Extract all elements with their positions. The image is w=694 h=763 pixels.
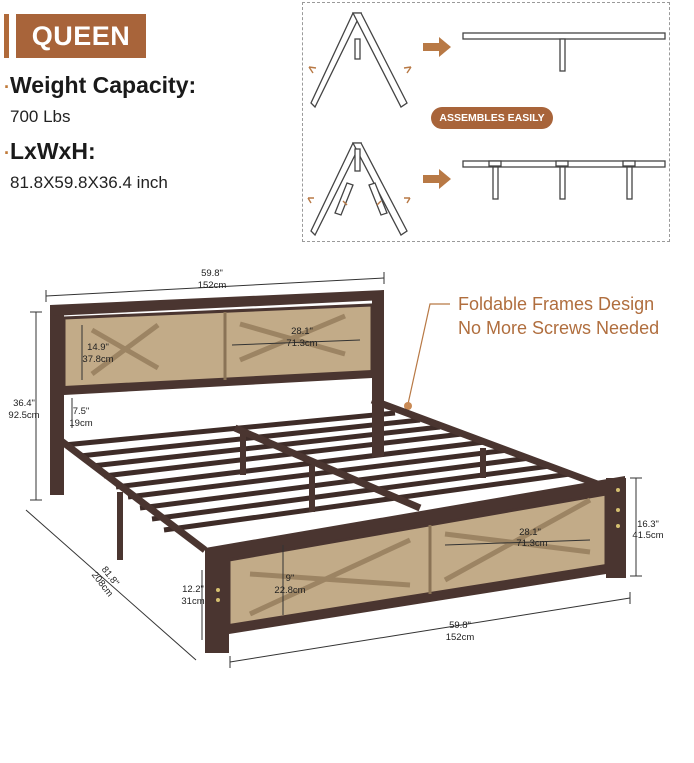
arrow-right-icon — [423, 37, 451, 57]
headboard-panel-w-in: 28.1" — [291, 326, 313, 337]
weight-value: 700 Lbs — [10, 107, 71, 126]
footboard — [205, 476, 626, 653]
folded-leg-right-2 — [351, 142, 408, 236]
assembly-diagram: ASSEMBLES EASILY — [302, 2, 670, 242]
footboard-h-cm: 41.5cm — [632, 530, 663, 541]
rail-leg — [559, 38, 566, 72]
folded-leg-right — [351, 12, 408, 108]
bottom-width-cm: 152cm — [446, 632, 475, 643]
fold-arrow-icon — [342, 200, 348, 206]
expand-arrow-icon-2 — [403, 66, 412, 74]
callout-dot — [404, 402, 412, 410]
rail-bracket-2 — [555, 160, 569, 167]
footboard-h-in: 16.3" — [637, 519, 659, 530]
clearance-in: 12.2" — [182, 584, 204, 595]
top-width-cm: 152cm — [198, 280, 227, 291]
assembles-easily-badge: ASSEMBLES EASILY — [431, 107, 553, 129]
size-badge: QUEEN — [0, 14, 148, 58]
fold-arrow-icon-2 — [376, 200, 382, 206]
bullet-icon: · — [4, 77, 10, 97]
assembly-illustration — [307, 12, 666, 237]
folding-leg-a — [334, 182, 354, 216]
height-cm: 92.5cm — [8, 410, 39, 421]
center-rail — [233, 424, 422, 512]
top-width-in: 59.8" — [201, 268, 223, 279]
rail-bracket-1 — [488, 160, 502, 167]
height-in: 36.4" — [13, 398, 35, 409]
size-badge-label: QUEEN — [16, 14, 146, 58]
bolt-icon — [616, 488, 620, 492]
expand-arrow-icon-4 — [404, 197, 411, 204]
weight-label: Weight Capacity: — [10, 72, 197, 98]
weight-spec: ·Weight Capacity: 700 Lbs — [4, 72, 196, 127]
footboard-panel-h-cm: 22.8cm — [274, 585, 305, 596]
rail-leg-1 — [492, 166, 499, 200]
headboard-panel-h-cm: 37.8cm — [82, 354, 113, 365]
gap-cm: 19cm — [69, 418, 92, 429]
headboard — [50, 290, 384, 495]
bolt-icon — [616, 508, 620, 512]
footboard-panel-w-cm: 71.3cm — [516, 538, 547, 549]
size-spec: ·LxWxH: 81.8X59.8X36.4 inch — [4, 138, 168, 193]
size-label: LxWxH: — [10, 138, 96, 164]
callout-line-1: Foldable Frames Design — [458, 294, 655, 314]
rail-bracket-3 — [622, 160, 636, 167]
right-side-rail — [370, 396, 602, 489]
headboard-panel-w-cm: 71.3cm — [286, 338, 317, 349]
gap-in: 7.5" — [73, 406, 90, 417]
rail-top — [462, 32, 666, 40]
footboard-panel-w-in: 28.1" — [519, 527, 541, 538]
bullet-icon: · — [4, 143, 10, 163]
footboard-panel-h-in: 9" — [286, 573, 295, 584]
callout-line-2: No More Screws Needed — [458, 318, 660, 338]
left-side-rail — [57, 437, 208, 553]
slats — [63, 410, 571, 533]
rail-leg-2 — [559, 166, 566, 200]
expand-arrow-icon-3 — [307, 197, 314, 204]
arrow-right-icon-2 — [423, 169, 451, 189]
bottom-width-in: 59.8" — [449, 620, 471, 631]
headboard-panel-h-in: 14.9" — [87, 342, 109, 353]
folded-leg-left-2 — [310, 142, 363, 237]
bolt-icon — [216, 588, 220, 592]
clearance-cm: 31cm — [181, 596, 204, 607]
leg-center-piece — [354, 38, 361, 60]
rail-leg-3 — [626, 166, 633, 200]
badge-accent-bar — [4, 14, 9, 58]
length-in: 81.8" — [99, 564, 121, 588]
expand-arrow-icon — [308, 66, 317, 74]
folded-leg-left — [310, 12, 363, 109]
bolt-icon — [616, 524, 620, 528]
bolt-icon — [216, 598, 220, 602]
callout-leader — [407, 303, 450, 405]
size-value: 81.8X59.8X36.4 inch — [10, 173, 168, 192]
foldable-callout: Foldable Frames Design No More Screws Ne… — [458, 292, 659, 340]
leg-center-piece-2 — [354, 148, 361, 172]
length-cm: 208cm — [89, 570, 115, 599]
